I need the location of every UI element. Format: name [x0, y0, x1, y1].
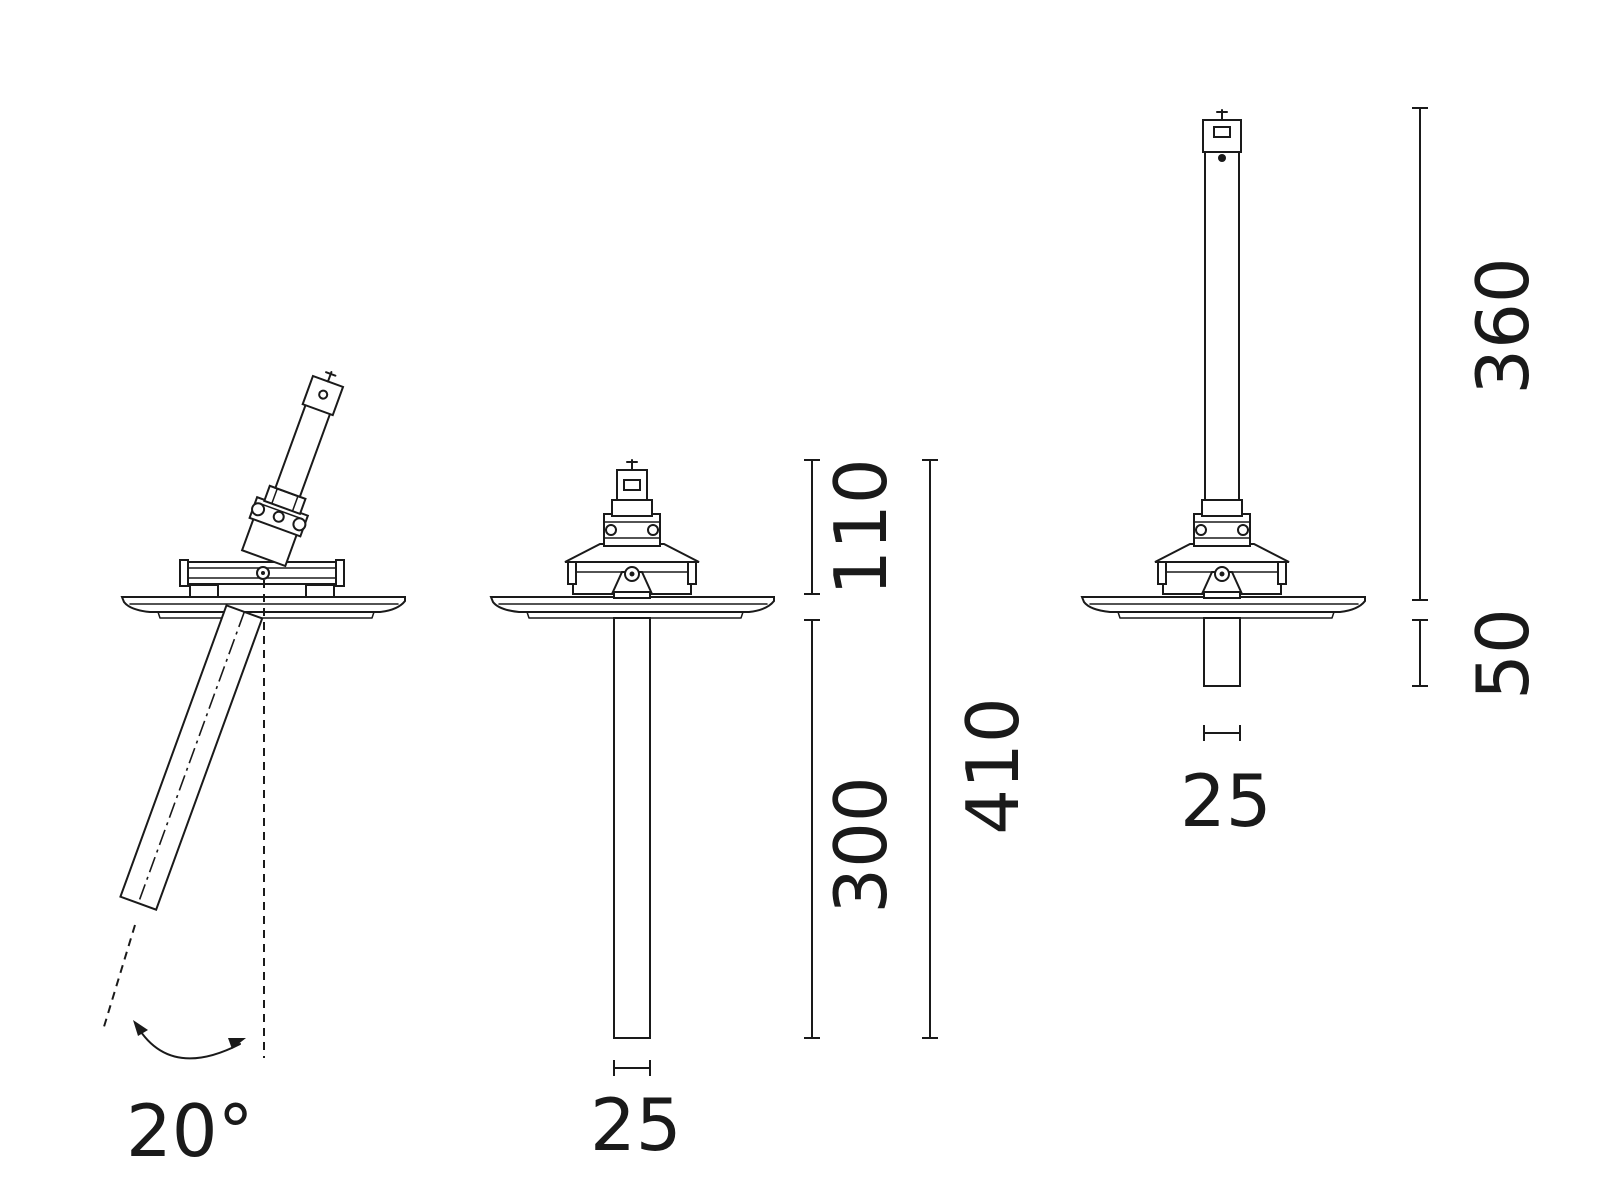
height-above-label: 110 — [819, 458, 903, 595]
angle-arc — [136, 1025, 241, 1060]
height-above-dimension — [1412, 107, 1428, 601]
tilted-bracket — [179, 559, 345, 598]
stake-diameter-dimension — [613, 1060, 651, 1076]
stake-diameter-label: 25 — [1180, 759, 1272, 843]
stake-length-dimension — [804, 619, 820, 1039]
lamp-housing — [1154, 109, 1290, 599]
front-view-stake: 25 110 300 410 — [489, 458, 1035, 1167]
total-height-label: 410 — [951, 697, 1035, 834]
tilted-lamp-head — [240, 371, 345, 568]
front-view-extended: 25 360 50 — [1080, 107, 1545, 843]
total-height-dimension — [922, 459, 938, 1039]
tilted-axis-line — [102, 924, 136, 1031]
tilted-stake — [119, 604, 264, 911]
arc-arrow-right — [228, 1038, 246, 1049]
ground-stake — [613, 617, 651, 1039]
height-above-label: 360 — [1461, 257, 1545, 394]
arc-arrow-left — [133, 1020, 148, 1036]
stake-length-label: 300 — [819, 776, 903, 913]
depth-below-label: 50 — [1461, 608, 1545, 700]
tilted-view: 20° — [102, 371, 406, 1173]
angle-label: 20° — [126, 1089, 254, 1173]
depth-below-dimension — [1412, 619, 1428, 687]
lamp-housing — [564, 459, 700, 599]
stake-diameter-label: 25 — [590, 1083, 682, 1167]
stake-diameter-dimension — [1203, 725, 1241, 741]
height-above-dimension — [804, 459, 820, 595]
short-stake — [1203, 617, 1241, 687]
